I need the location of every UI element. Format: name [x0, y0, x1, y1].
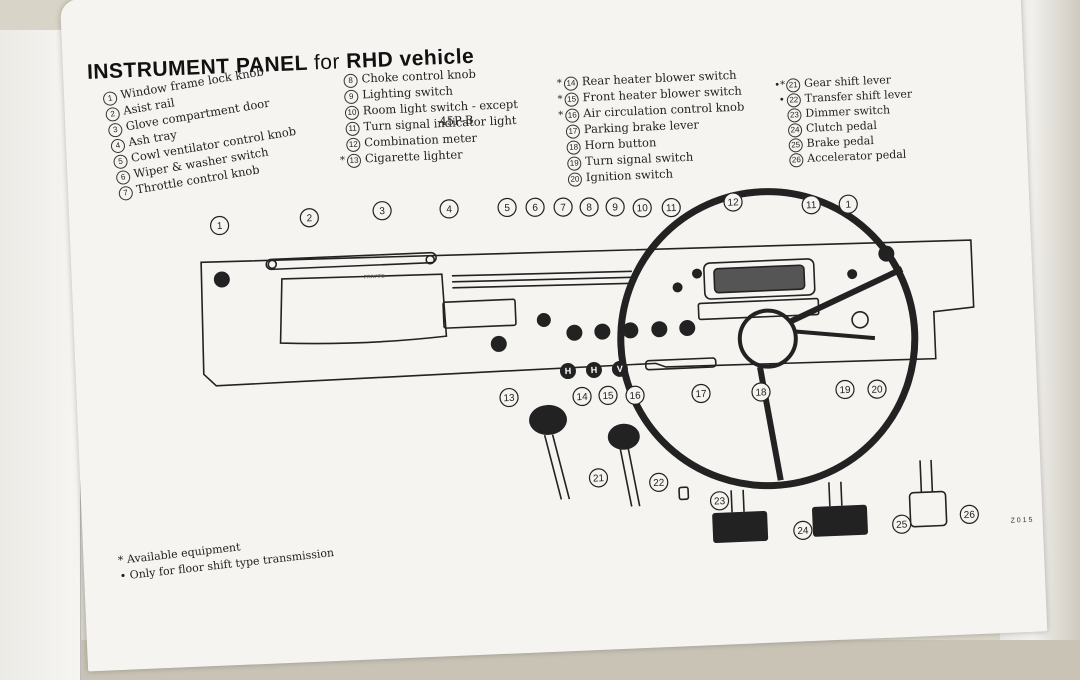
svg-text:10: 10	[636, 203, 648, 214]
svg-text:8: 8	[586, 202, 592, 213]
switch-letter-h1: H	[565, 366, 572, 376]
callout-19: 19	[835, 379, 855, 400]
svg-text:1: 1	[217, 221, 223, 232]
callout-22: 22	[649, 472, 669, 492]
svg-text:1: 1	[845, 200, 851, 211]
callout-4: 4	[439, 199, 459, 219]
callout-11: 11	[801, 195, 821, 215]
gear-shift-knob	[529, 404, 568, 435]
svg-text:6: 6	[532, 203, 538, 214]
accelerator-pedal	[908, 490, 948, 528]
callout-5: 5	[497, 197, 517, 218]
svg-text:17: 17	[695, 389, 707, 400]
callout-21: 21	[588, 468, 609, 488]
svg-text:5: 5	[504, 203, 510, 214]
callout-23: 23	[709, 491, 730, 511]
window-lock-knob-left	[213, 271, 230, 288]
svg-text:4: 4	[446, 204, 452, 215]
combination-meter	[703, 258, 816, 300]
dimmer-switch	[678, 486, 690, 501]
svg-text:11: 11	[666, 203, 677, 214]
page-number: Z 0 1 5	[1010, 516, 1033, 525]
callout-18: 18	[751, 382, 771, 402]
instrument-panel-diagram: H H V PRIVATE 12345678910111211113141516…	[200, 188, 979, 543]
svg-text:11: 11	[806, 200, 817, 211]
window-lock-knob-right	[878, 245, 895, 262]
svg-text:12: 12	[727, 197, 739, 208]
callout-2: 2	[299, 208, 319, 228]
callout-17: 17	[691, 383, 711, 404]
callout-20: 20	[867, 379, 887, 399]
callout-13: 13	[499, 387, 519, 408]
svg-text:3: 3	[379, 206, 385, 217]
switch-letter-v: V	[617, 364, 623, 374]
callout-1: 1	[209, 215, 230, 236]
callout-16: 16	[625, 385, 645, 405]
assist-rail	[265, 251, 437, 271]
callout-8: 8	[579, 197, 599, 217]
parking-brake-lever	[644, 357, 717, 371]
svg-text:7: 7	[560, 202, 566, 213]
svg-text:21: 21	[593, 473, 605, 484]
callout-11: 11	[661, 197, 681, 218]
callout-26: 26	[959, 504, 979, 524]
svg-text:22: 22	[653, 478, 665, 489]
callout-9: 9	[605, 197, 625, 217]
clutch-pedal	[712, 510, 769, 543]
callout-10: 10	[632, 198, 652, 218]
svg-text:9: 9	[612, 202, 618, 213]
svg-text:13: 13	[503, 393, 515, 404]
ash-tray	[442, 298, 517, 329]
callout-3: 3	[372, 201, 392, 221]
dashboard-outline	[200, 239, 975, 387]
steering-wheel-rim	[617, 188, 919, 490]
callout-6: 6	[525, 197, 545, 217]
svg-text:25: 25	[896, 519, 908, 530]
glove-box-badge: PRIVATE	[364, 274, 386, 281]
callout-1: 1	[838, 194, 858, 214]
callout-24: 24	[793, 520, 813, 540]
callout-25: 25	[892, 514, 912, 534]
horn-button	[737, 308, 798, 369]
brake-pedal	[812, 504, 868, 537]
svg-text:14: 14	[576, 392, 588, 403]
svg-text:16: 16	[629, 391, 641, 402]
callout-12: 12	[723, 192, 743, 212]
ignition-switch	[851, 310, 869, 329]
glove-compartment-door	[279, 273, 448, 345]
svg-text:15: 15	[602, 391, 614, 402]
transfer-shift-knob	[607, 423, 640, 450]
svg-text:26: 26	[964, 510, 976, 521]
svg-text:19: 19	[839, 385, 851, 396]
callout-14: 14	[572, 386, 592, 407]
callout-15: 15	[598, 385, 618, 405]
svg-text:2: 2	[306, 213, 312, 224]
svg-text:20: 20	[871, 384, 883, 395]
svg-text:23: 23	[714, 496, 726, 507]
svg-text:24: 24	[797, 526, 809, 537]
switch-letter-h2: H	[591, 365, 598, 375]
svg-text:18: 18	[755, 387, 767, 398]
callout-7: 7	[553, 197, 573, 217]
